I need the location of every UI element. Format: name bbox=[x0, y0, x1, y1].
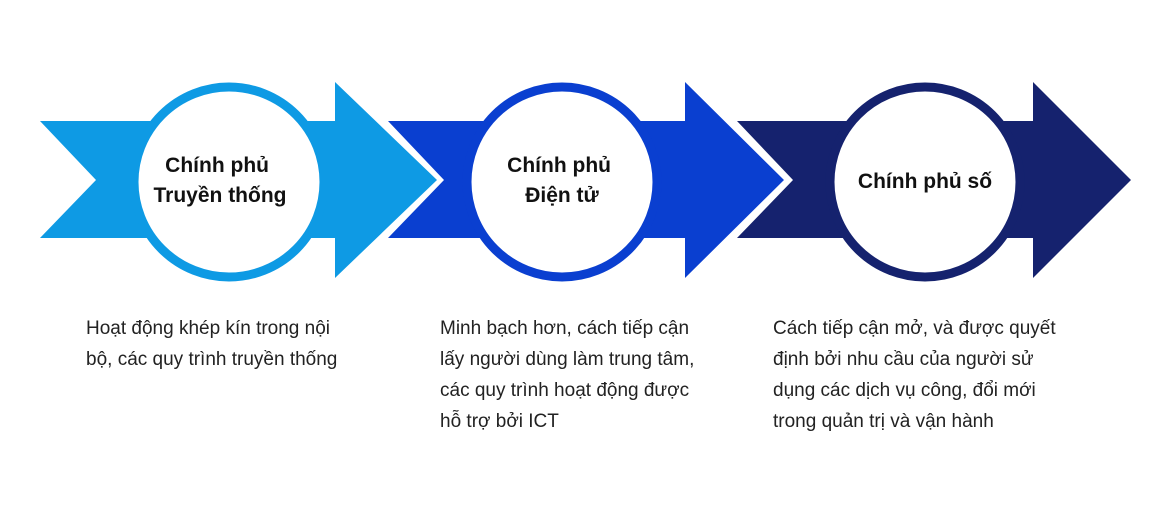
stage-3-title-line-1: Chính phủ số bbox=[858, 170, 992, 193]
stage-2-circle bbox=[462, 82, 662, 282]
stage-2-title-line-2: Điện tử bbox=[525, 184, 599, 207]
stage-3-description: Cách tiếp cận mở, và được quyết định bởi… bbox=[773, 318, 1056, 432]
stage-1-description: Hoạt động khép kín trong nội bộ, các quy… bbox=[86, 318, 338, 370]
stage-1-title-line-1: Chính phủ bbox=[165, 154, 269, 177]
stage-1-title: Chính phủ Truyền thống bbox=[154, 154, 287, 207]
stage-1-title-line-2: Truyền thống bbox=[154, 184, 287, 207]
stage-2-description: Minh bạch hơn, cách tiếp cận lấy người d… bbox=[440, 318, 695, 432]
stage-3-circle bbox=[825, 82, 1025, 282]
stage-3-title: Chính phủ số bbox=[858, 170, 992, 193]
stage-1-circle bbox=[129, 82, 329, 282]
stage-2-title-line-1: Chính phủ bbox=[507, 154, 611, 177]
stage-2-title: Chính phủ Điện tử bbox=[507, 154, 617, 207]
